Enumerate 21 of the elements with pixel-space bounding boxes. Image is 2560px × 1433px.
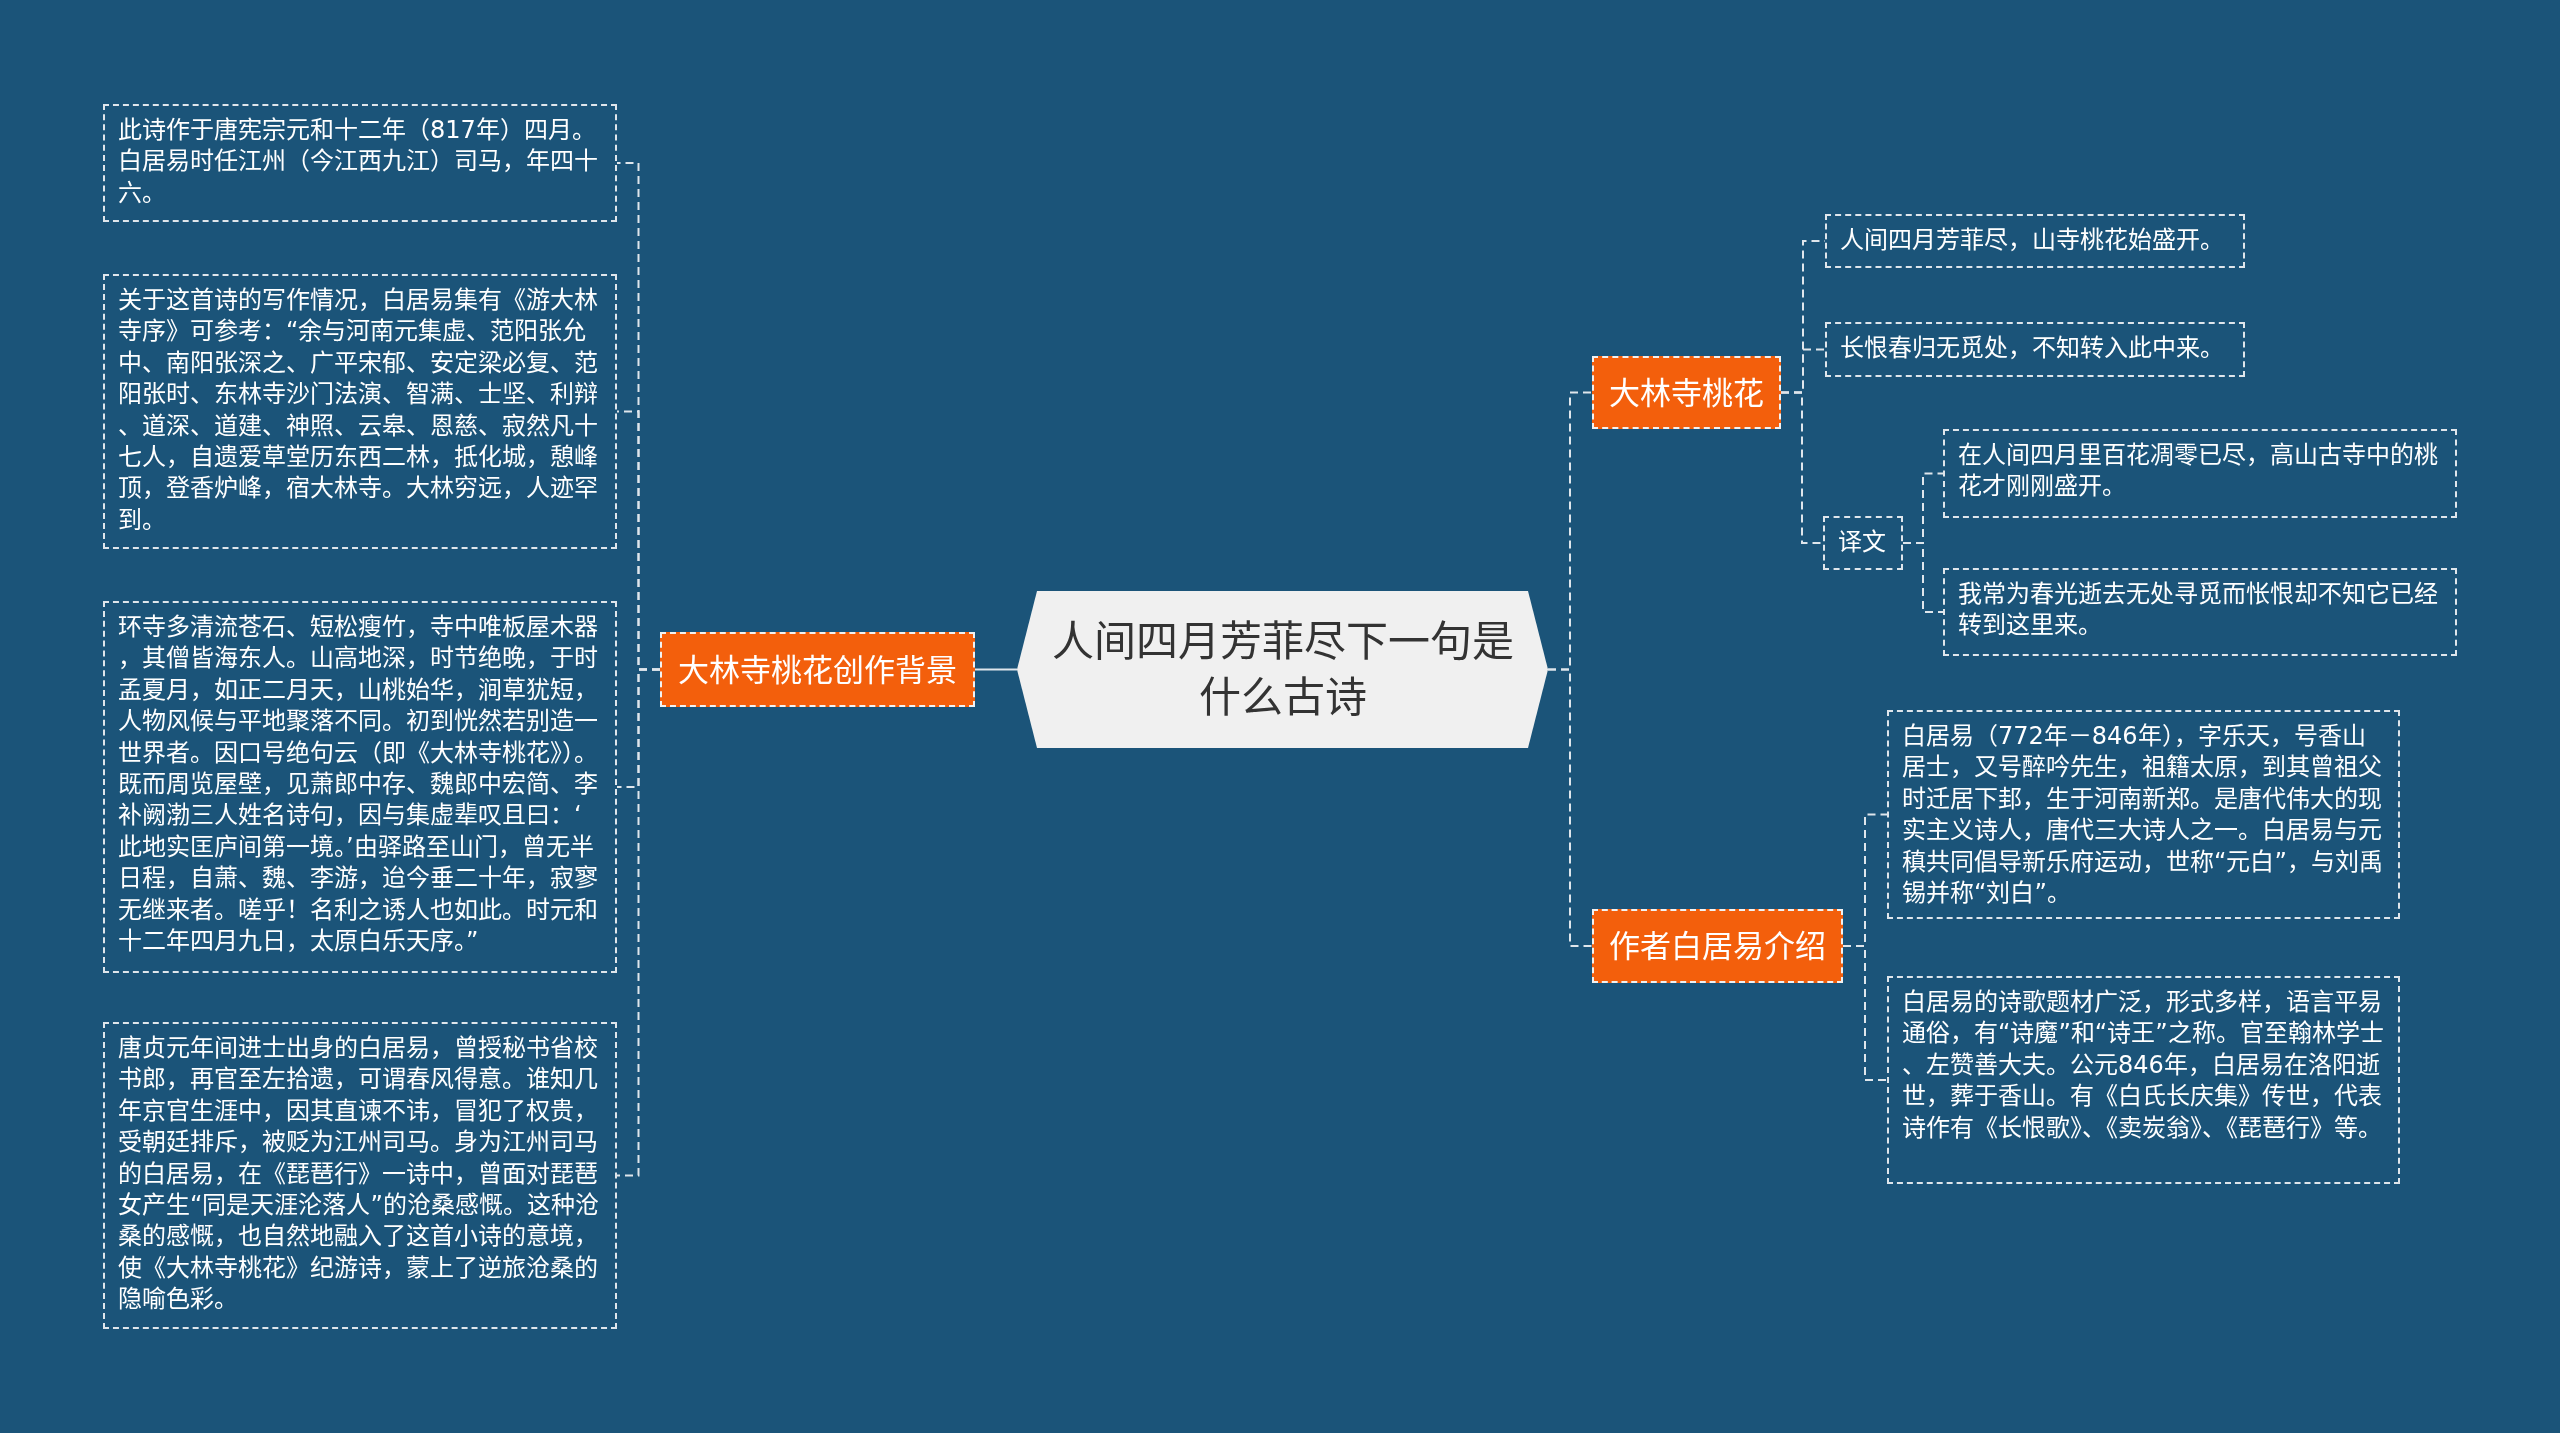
topic-box: 大林寺桃花 xyxy=(1592,356,1781,429)
connector-line xyxy=(974,668,1018,671)
connector-line xyxy=(1902,542,1944,613)
topic-box: 作者白居易介绍 xyxy=(1592,909,1843,983)
topic-hexagon: 人间四月芳菲尽下一句是什么古诗 xyxy=(1017,591,1548,748)
text-box: 环寺多清流苍石、短松瘦竹，寺中唯板屋木器，其僧皆海东人。山高地深，时节绝晚，于时孟夏月，如正二月天，山桃始华，涧草犹短，人物风候与平地聚落不同。初到恍然若别造一世界者。因口号绝句云（即《大林寺桃花》）。既而周览屋壁，见萧郎中存、魏郎中宏简、李补阙渤三人姓名诗句，因与集虚辈叹且曰：‘此地实匡庐间第一境。’由驿路至山门，曾无半日程，自萧、魏、李游，迨今垂二十年，寂寥无继来者。嗟乎！名利之诱人也如此。时元和十二年四月九日，太原白乐天序。” xyxy=(103,601,617,973)
text-box: 长恨春归无觅处，不知转入此中来。 xyxy=(1825,322,2245,377)
text-box: 我常为春光逝去无处寻觅而怅恨却不知它已经转到这里来。 xyxy=(1943,568,2457,656)
text-box: 人间四月芳菲尽，山寺桃花始盛开。 xyxy=(1825,214,2245,268)
connector-line xyxy=(1780,391,1824,544)
text-box: 白居易的诗歌题材广泛，形式多样，语言平易通俗，有“诗魔”和“诗王”之称。官至翰林学士、左赞善大夫。公元846年，白居易在洛阳逝世，葬于香山。有《白氏长庆集》传世，代表诗作有《长恨歌》、《卖炭翁》、《琵琶行》等。 xyxy=(1887,976,2400,1184)
connector-line xyxy=(1547,668,1593,947)
text-box: 此诗作于唐宪宗元和十二年（817年）四月。白居易时任江州（今江西九江）司马，年四十六。 xyxy=(103,104,617,222)
text-box: 译文 xyxy=(1823,516,1903,570)
text-box: 在人间四月里百花凋零已尽，高山古寺中的桃花才刚刚盛开。 xyxy=(1943,429,2457,518)
connector-line xyxy=(616,668,661,1177)
text-box: 唐贞元年间进士出身的白居易，曾授秘书省校书郎，再官至左拾遗，可谓春风得意。谁知几年京官生涯中，因其直谏不讳，冒犯了权贵，受朝廷排斥，被贬为江州司马。身为江州司马的白居易，在《琵琶行》一诗中，曾面对琵琶女产生“同是天涯沦落人”的沧桑感慨。这种沧桑的感慨，也自然地融入了这首小诗的意境，使《大林寺桃花》纪游诗，蒙上了逆旅沧桑的隐喻色彩。 xyxy=(103,1022,617,1329)
topic-box: 大林寺桃花创作背景 xyxy=(660,632,975,707)
text-box: 关于这首诗的写作情况，白居易集有《游大林寺序》可参考：“余与河南元集虚、范阳张允中、南阳张深之、广平宋郁、安定梁必复、范阳张时、东林寺沙门法演、智满、士坚、利辩、道深、道建、神照、云皋、恩慈、寂然凡十七人，自遗爱草堂历东西二林，抵化城，憩峰顶，登香炉峰，宿大林寺。大林穷远，人迹罕到。 xyxy=(103,274,617,549)
text-box: 白居易（772年－846年），字乐天，号香山居士，又号醉吟先生，祖籍太原，到其曾祖父时迁居下邽，生于河南新郑。是唐代伟大的现实主义诗人，唐代三大诗人之一。白居易与元稹共同倡导新乐府运动，世称“元白”，与刘禹锡并称“刘白”。 xyxy=(1887,710,2400,919)
connector-line xyxy=(1842,945,1888,1081)
